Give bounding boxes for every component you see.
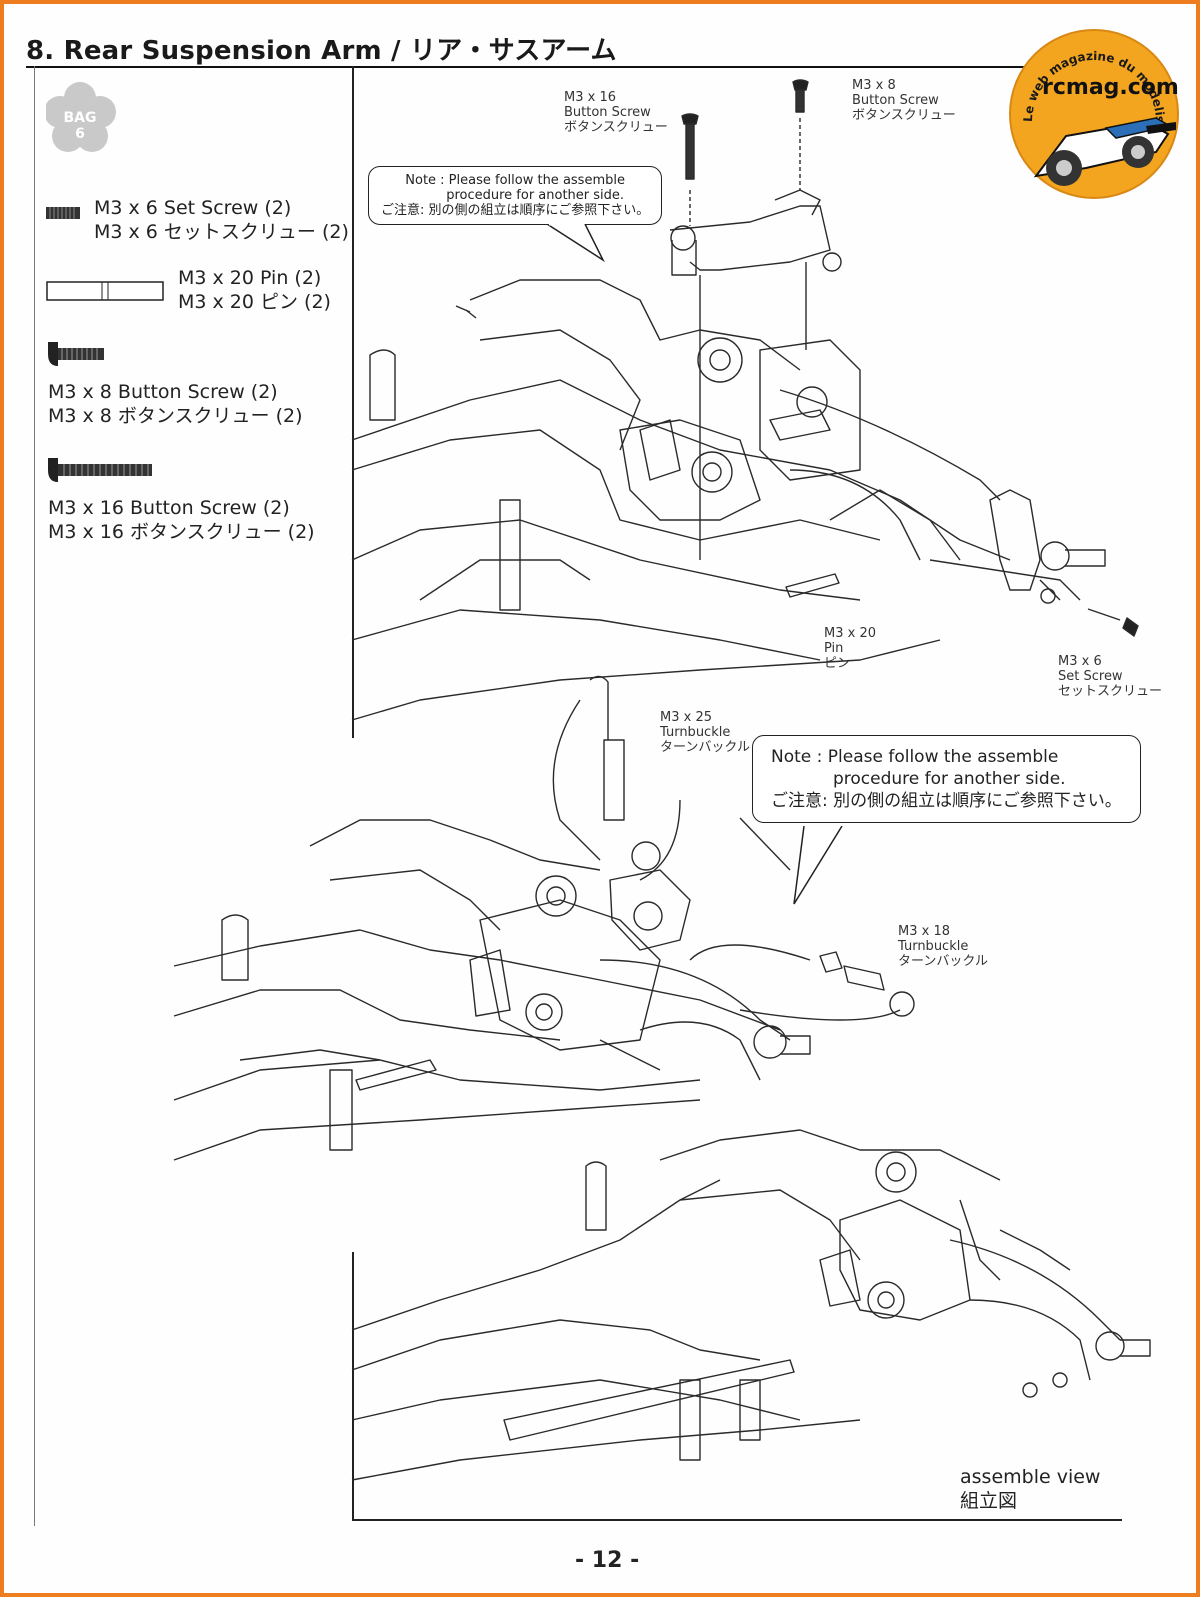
part-name-en: M3 x 6 Set Screw (2) <box>94 197 292 219</box>
part-name-en: M3 x 20 Pin (2) <box>178 267 322 289</box>
step2-note-pointer <box>793 826 843 905</box>
short-button-screw-icon <box>48 342 104 366</box>
title-underline <box>26 66 1146 68</box>
page-title: 8. Rear Suspension Arm / リア・サスアーム <box>26 36 617 66</box>
note-line-1: Note : Please follow the assemble <box>405 173 625 188</box>
part-name-en: M3 x 8 Button Screw (2) <box>48 381 278 403</box>
step1-note-bubble: Note : Please follow the assemble proced… <box>368 166 663 225</box>
rcmag-logo-mark: Le web magazine du modelisme rcmag.com <box>1000 15 1179 199</box>
rcmag-logo: Le web magazine du modelisme rcmag.com <box>1000 15 1182 202</box>
callout-m3x6-set-screw: M3 x 6 Set Screw セットスクリュー <box>1058 654 1163 699</box>
bag-flower-icon <box>44 82 116 152</box>
part-name-jp: M3 x 8 ボタンスクリュー (2) <box>48 405 303 427</box>
long-button-screw-icon <box>48 458 152 482</box>
part-name-jp: M3 x 16 ボタンスクリュー (2) <box>48 521 315 543</box>
logo-brand-text: rcmag.com <box>1042 75 1179 100</box>
step1-frame-left <box>352 66 354 738</box>
part-name-jp: M3 x 20 ピン (2) <box>178 291 331 313</box>
note-line-1: Note : Please follow the assemble <box>771 747 1059 767</box>
note-line-3: ご注意: 別の側の組立は順序にご参照下さい。 <box>771 791 1122 811</box>
step2-note-bubble: Note : Please follow the assemble proced… <box>752 735 1141 823</box>
bag-label: BAG <box>63 110 97 126</box>
step3-frame-left <box>352 1252 354 1520</box>
step1-hardware <box>681 79 1121 621</box>
part-name-en: M3 x 16 Button Screw (2) <box>48 497 290 519</box>
step2-chassis-drawing <box>173 675 915 1161</box>
callout-m3x18-turnbuckle: M3 x 18 Turnbuckle ターンバックル <box>898 924 988 969</box>
part-name-jp: M3 x 6 セットスクリュー (2) <box>94 221 349 243</box>
step3-frame-bottom <box>352 1519 1122 1521</box>
callout-m3x8-button-screw: M3 x 8 Button Screw ボタンスクリュー <box>852 78 956 123</box>
callout-m3x20-pin: M3 x 20 Pin ピン <box>824 626 876 671</box>
pin-icon <box>46 281 164 301</box>
page-number: - 12 - <box>575 1548 640 1573</box>
step3-assembled-drawing <box>351 1129 1151 1481</box>
set-screw-icon <box>46 207 80 219</box>
note-line-2: procedure for another side. <box>446 188 625 203</box>
note-line-2: procedure for another side. <box>833 769 1066 789</box>
step1-note-pointer <box>546 224 605 263</box>
left-margin-line <box>34 66 35 1526</box>
bag-badge: BAG 6 <box>44 80 136 160</box>
assemble-view-label: assemble view 組立図 <box>960 1466 1101 1512</box>
note-line-3: ご注意: 別の側の組立は順序にご参照下さい。 <box>381 203 650 218</box>
step1-chassis-drawing <box>351 189 1139 721</box>
callout-m3x25-turnbuckle: M3 x 25 Turnbuckle ターンバックル <box>660 710 750 755</box>
bag-number: 6 <box>75 126 85 142</box>
callout-m3x16-button-screw: M3 x 16 Button Screw ボタンスクリュー <box>564 90 668 135</box>
